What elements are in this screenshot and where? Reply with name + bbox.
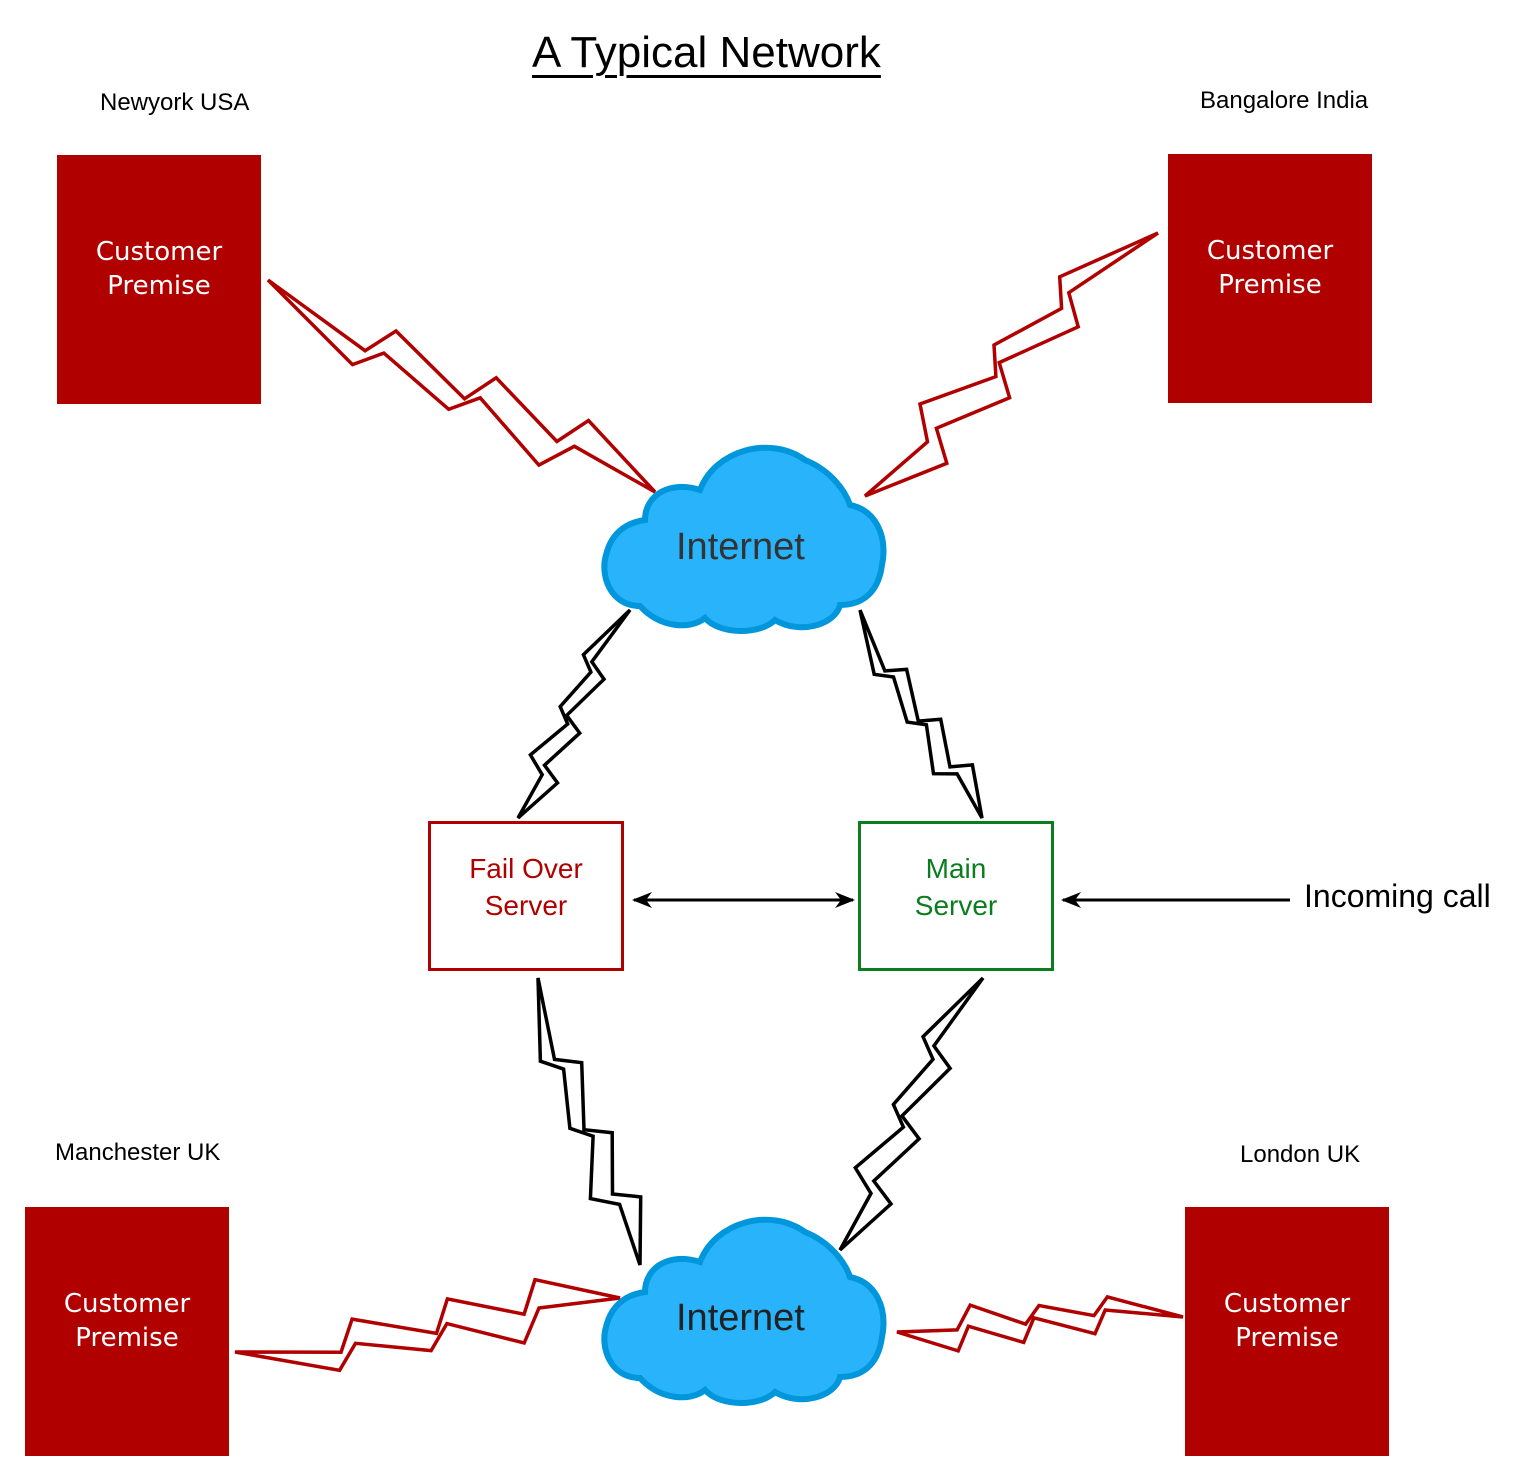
premise-label: Customer Premise bbox=[1206, 235, 1334, 300]
customer-premise-newyork: Customer Premise bbox=[57, 155, 261, 404]
cloud-icon-bottom bbox=[601, 1216, 887, 1406]
premise-label: Customer Premise bbox=[63, 1288, 191, 1353]
customer-premise-bangalore: Customer Premise bbox=[1168, 154, 1372, 403]
cloud-label-top: Internet bbox=[676, 526, 805, 568]
customer-premise-london: Customer Premise bbox=[1185, 1207, 1389, 1456]
location-label-london: London UK bbox=[1240, 1141, 1361, 1168]
cloud-label-bottom: Internet bbox=[676, 1297, 805, 1339]
location-label-manchester: Manchester UK bbox=[55, 1139, 221, 1166]
lightning-link-bangalore-top-cloud bbox=[863, 231, 1159, 498]
cloud-icon-top bbox=[601, 444, 887, 634]
failover-server-label: Fail Over Server bbox=[469, 853, 583, 921]
lightning-link-top-cloud-main bbox=[858, 609, 984, 819]
lightning-link-failover-bottom-cloud bbox=[536, 977, 643, 1266]
main-server: Main Server bbox=[858, 821, 1054, 971]
failover-server: Fail Over Server bbox=[428, 821, 624, 971]
location-label-newyork: Newyork USA bbox=[100, 89, 250, 116]
premise-label: Customer Premise bbox=[1223, 1288, 1351, 1353]
incoming-call-label: Incoming call bbox=[1304, 878, 1491, 914]
lightning-link-main-bottom-cloud bbox=[838, 976, 985, 1252]
lightning-link-london-bottom-cloud bbox=[896, 1294, 1184, 1354]
customer-premise-manchester: Customer Premise bbox=[25, 1207, 229, 1456]
lightning-link-top-cloud-failover bbox=[516, 608, 632, 820]
main-server-label: Main Server bbox=[914, 853, 998, 921]
diagram-title: A Typical Network bbox=[532, 28, 881, 77]
location-label-bangalore: Bangalore India bbox=[1200, 87, 1369, 114]
lightning-link-manchester-bottom-cloud bbox=[234, 1277, 621, 1373]
premise-label: Customer Premise bbox=[95, 236, 223, 301]
lightning-link-newyork-top-cloud bbox=[266, 278, 657, 494]
